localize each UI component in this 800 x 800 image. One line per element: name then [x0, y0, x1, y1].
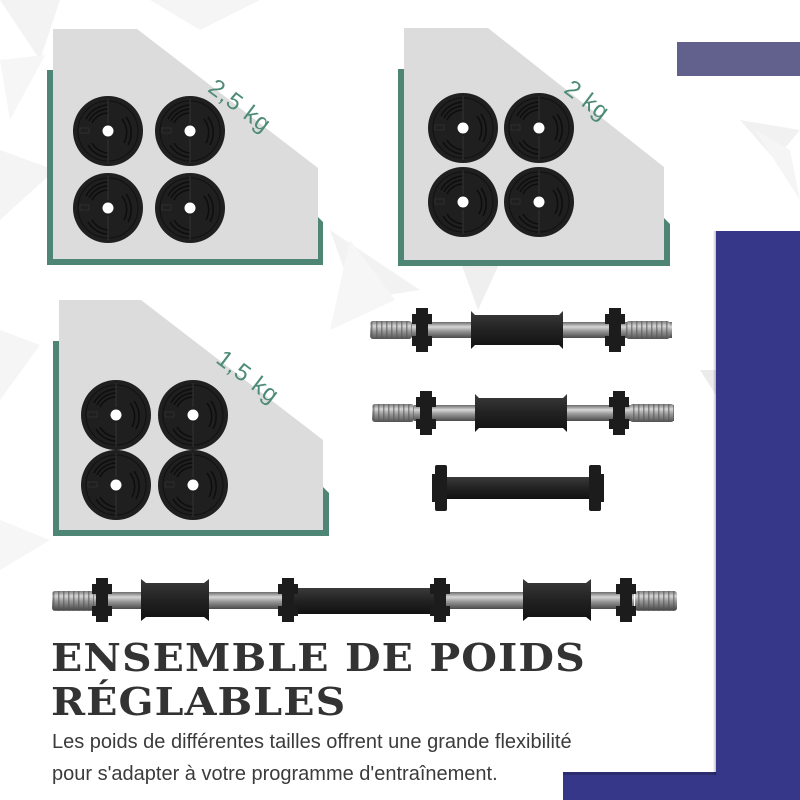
- dumbbell-handle-icon: [370, 308, 672, 352]
- weight-plate-icon: [427, 92, 499, 164]
- weight-plate-icon: [80, 379, 152, 451]
- weight-plate-icon: [157, 379, 229, 451]
- weight-plate-icon: [72, 172, 144, 244]
- weight-card-2kg: 2 kg: [398, 28, 675, 266]
- description-text: Les poids de différentes tailles offrent…: [52, 726, 572, 790]
- weight-plate-icon: [157, 449, 229, 521]
- blue-backdrop-right: [716, 231, 800, 800]
- barbell-icon: [52, 578, 677, 622]
- description-line-2: pour s'adapter à votre programme d'entra…: [52, 763, 498, 785]
- weight-plate-icon: [80, 449, 152, 521]
- weight-plate-icon: [154, 172, 226, 244]
- headline-line-1: ENSEMBLE DE POIDS: [51, 635, 586, 680]
- weight-card-1-5kg: 1,5 kg: [53, 300, 329, 536]
- weight-plate-icon: [427, 166, 499, 238]
- blue-backdrop-bottom: [563, 772, 800, 800]
- white-card-edge: [713, 231, 716, 775]
- violet-accent-band: [677, 42, 800, 76]
- description-line-1: Les poids de différentes tailles offrent…: [52, 731, 572, 753]
- weight-plate-icon: [503, 166, 575, 238]
- weight-plate-icon: [503, 92, 575, 164]
- weight-plate-icon: [72, 95, 144, 167]
- page-headline: ENSEMBLE DE POIDS RÉGLABLES: [51, 636, 586, 724]
- headline-line-2: RÉGLABLES: [51, 679, 347, 724]
- white-card-edge-bottom: [563, 772, 716, 775]
- connector-tube-icon: [432, 465, 604, 511]
- weight-card-2-5kg: 2,5 kg: [47, 29, 324, 265]
- weight-plate-icon: [154, 95, 226, 167]
- dumbbell-handle-icon: [372, 391, 674, 435]
